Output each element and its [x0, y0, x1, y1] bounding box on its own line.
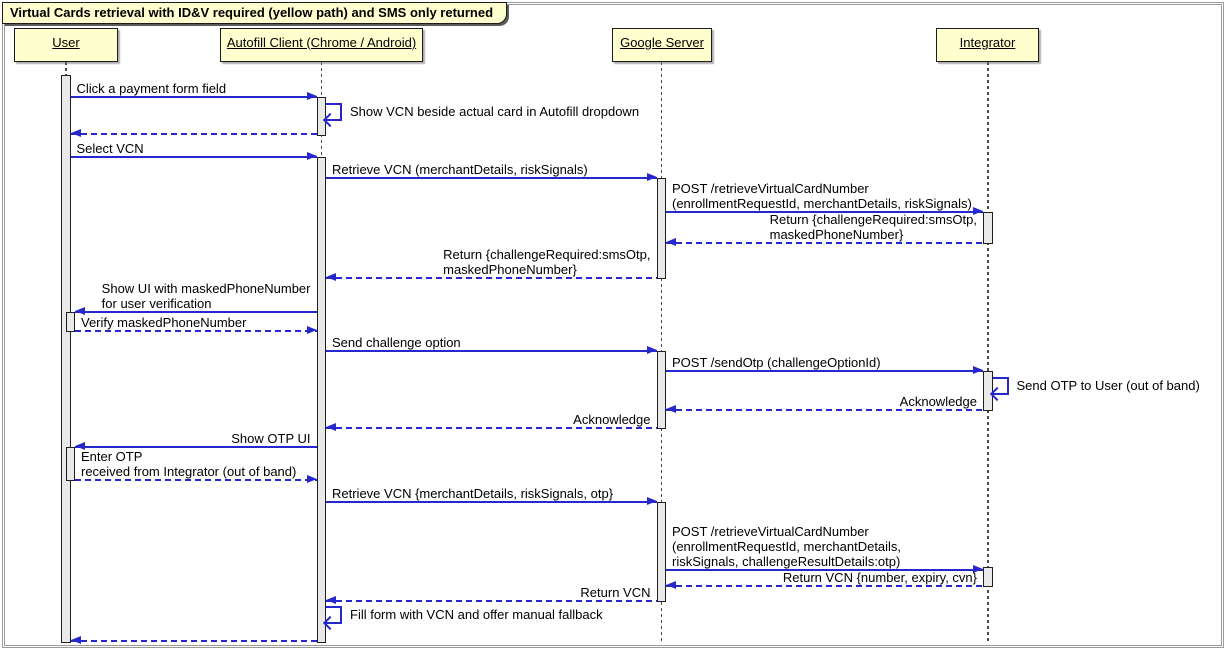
message-15-line — [75, 446, 317, 448]
message-10-arrowhead-icon — [646, 346, 657, 354]
message-6-label: Return {challengeRequired:smsOtp, masked… — [769, 212, 977, 242]
activation-bar-autofill — [316, 97, 326, 136]
message-12-label: Send OTP to User (out of band) — [1016, 378, 1200, 393]
message-2-arrowhead-icon — [70, 129, 81, 137]
message-16-label: Enter OTP received from Integrator (out … — [81, 449, 297, 479]
message-19-label: Return VCN {number, expiry, cvn} — [782, 570, 977, 585]
message-12-self-loop — [992, 377, 1009, 395]
message-13-label: Acknowledge — [899, 394, 977, 409]
message-21-label: Fill form with VCN and offer manual fall… — [350, 607, 603, 622]
participant-label-integrator: Integrator — [959, 35, 1016, 50]
message-17-label: Retrieve VCN {merchantDetails, riskSigna… — [332, 486, 614, 501]
activation-bar-google — [656, 178, 666, 279]
message-9-arrowhead-icon — [306, 326, 317, 334]
message-9-label: Verify maskedPhoneNumber — [81, 315, 247, 330]
message-4-arrowhead-icon — [646, 173, 657, 181]
message-19-arrowhead-icon — [666, 581, 676, 589]
diagram-title: Virtual Cards retrieval with ID&V requir… — [10, 5, 494, 20]
message-10-line — [326, 350, 657, 352]
message-8-line — [75, 311, 317, 313]
participant-label-google: Google Server — [620, 35, 704, 50]
message-21-self-loop — [326, 606, 342, 624]
message-3-line — [70, 156, 317, 158]
message-7-line — [326, 277, 657, 279]
message-5-label: POST /retrieveVirtualCardNumber (enrollm… — [672, 181, 972, 211]
participant-autofill: Autofill Client (Chrome / Android) — [220, 28, 423, 62]
message-4-line — [326, 177, 657, 179]
activation-bar-integrator — [983, 212, 993, 244]
message-17-arrowhead-icon — [646, 497, 657, 505]
message-22-line — [70, 640, 317, 642]
message-17-line — [326, 501, 657, 503]
message-11-arrowhead-icon — [973, 366, 983, 374]
message-20-label: Return VCN — [580, 585, 651, 600]
message-18-line — [666, 569, 983, 571]
lifeline-integrator — [987, 62, 989, 644]
message-1-self-loop — [326, 103, 342, 121]
activation-bar-integrator — [983, 567, 993, 587]
message-4-label: Retrieve VCN (merchantDetails, riskSigna… — [332, 162, 588, 177]
message-14-arrowhead-icon — [326, 423, 336, 431]
message-3-arrowhead-icon — [306, 152, 317, 160]
message-20-arrowhead-icon — [326, 596, 336, 604]
message-16-line — [75, 479, 317, 481]
message-6-arrowhead-icon — [666, 238, 676, 246]
message-10-label: Send challenge option — [332, 335, 461, 350]
activation-bar-user — [65, 312, 75, 332]
message-16-arrowhead-icon — [306, 475, 317, 483]
message-0-line — [70, 96, 317, 98]
message-20-line — [326, 600, 657, 602]
message-13-line — [666, 409, 983, 411]
activation-bar-google — [656, 351, 666, 429]
message-15-arrowhead-icon — [75, 442, 85, 450]
activation-bar-autofill — [316, 157, 326, 643]
message-18-label: POST /retrieveVirtualCardNumber (enrollm… — [672, 524, 902, 569]
message-6-line — [666, 242, 983, 244]
message-5-arrowhead-icon — [973, 207, 983, 215]
activation-bar-user — [61, 75, 71, 643]
message-14-label: Acknowledge — [573, 412, 651, 427]
message-0-label: Click a payment form field — [76, 81, 227, 96]
message-0-arrowhead-icon — [306, 92, 317, 100]
message-2-line — [70, 133, 317, 135]
message-8-arrowhead-icon — [75, 307, 85, 315]
activation-bar-google — [656, 502, 666, 602]
message-15-label: Show OTP UI — [231, 431, 311, 446]
message-22-arrowhead-icon — [70, 636, 81, 644]
message-13-arrowhead-icon — [666, 405, 676, 413]
participant-label-autofill: Autofill Client (Chrome / Android) — [226, 35, 417, 50]
message-5-line — [666, 211, 983, 213]
diagram-title-tab: Virtual Cards retrieval with ID&V requir… — [2, 2, 508, 24]
message-8-label: Show UI with maskedPhoneNumber for user … — [101, 281, 311, 311]
message-9-line — [75, 330, 317, 332]
message-7-label: Return {challengeRequired:smsOtp, masked… — [443, 247, 651, 277]
participant-user: User — [14, 28, 118, 62]
message-7-arrowhead-icon — [326, 273, 336, 281]
message-1-label: Show VCN beside actual card in Autofill … — [350, 104, 640, 119]
message-3-label: Select VCN — [76, 141, 144, 156]
message-11-label: POST /sendOtp (challengeOptionId) — [672, 355, 881, 370]
participant-label-user: User — [52, 35, 80, 50]
activation-bar-user — [65, 447, 75, 481]
participant-google: Google Server — [612, 28, 712, 62]
message-14-line — [326, 427, 657, 429]
message-19-line — [666, 585, 983, 587]
message-11-line — [666, 370, 983, 372]
participant-integrator: Integrator — [936, 28, 1039, 62]
message-18-arrowhead-icon — [973, 565, 983, 573]
activation-bar-integrator — [983, 371, 993, 411]
